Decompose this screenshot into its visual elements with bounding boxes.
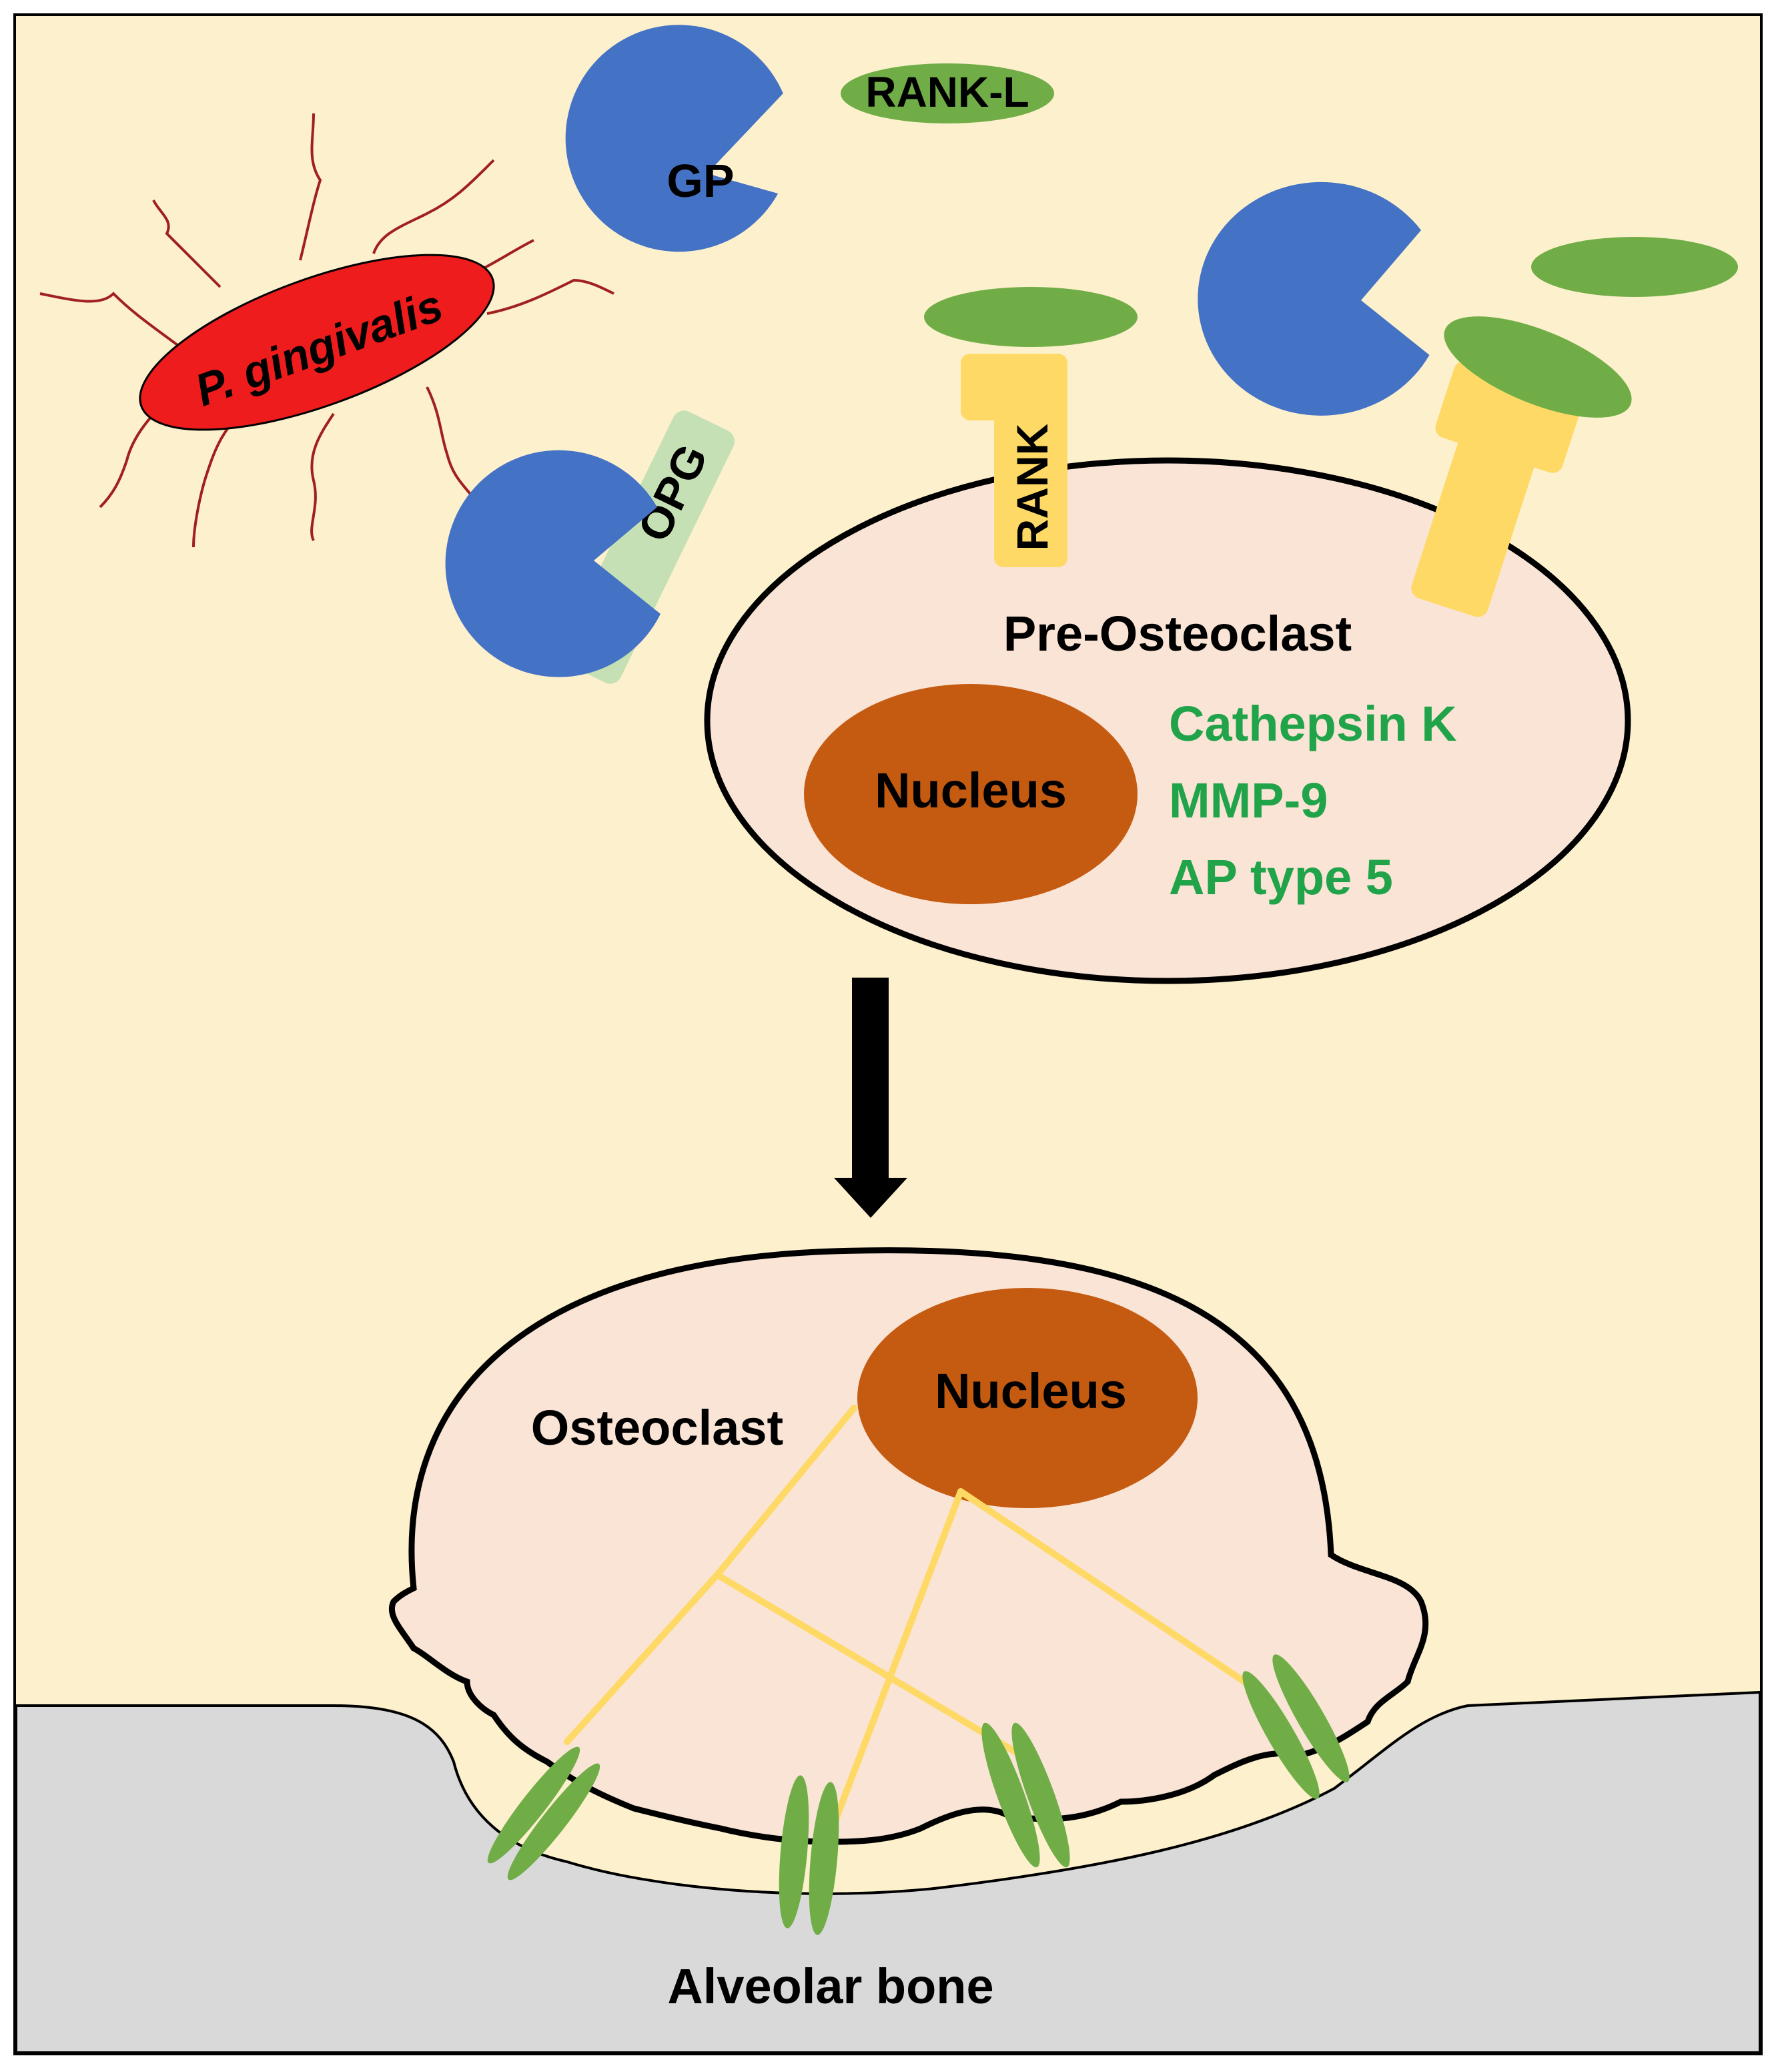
osteoclast-nucleus (857, 1288, 1198, 1508)
adhesion-integrins (487, 1654, 1350, 1935)
pre-osteoclast-label: Pre-Osteoclast (1003, 606, 1352, 661)
flagella (39, 113, 614, 548)
gene-ap-type5: AP type 5 (1169, 849, 1393, 905)
alveolar-bone-label: Alveolar bone (667, 1959, 993, 2014)
gene-list: Cathepsin K MMP-9 AP type 5 (1169, 696, 1457, 905)
gingipain-free-right (1198, 182, 1430, 416)
rankl-label: RANK-L (865, 68, 1029, 116)
gingipain-free (565, 25, 783, 252)
rank-receptor (924, 287, 1138, 567)
rank-label: RANK (1007, 423, 1057, 551)
gene-mmp9: MMP-9 (1169, 773, 1328, 828)
p-gingivalis-bacterium (139, 254, 495, 431)
nucleus-label-osteo: Nucleus (935, 1363, 1127, 1419)
rankl-bound-right (1444, 316, 1632, 418)
differentiation-arrow (834, 978, 907, 1218)
rankl-free (841, 63, 1054, 123)
rankl-free-right (1531, 237, 1738, 297)
osteoclast-label: Osteoclast (531, 1400, 783, 1455)
nucleus-label-pre: Nucleus (875, 763, 1067, 818)
rankl-bound (924, 287, 1138, 347)
pre-osteoclast-nucleus (804, 684, 1138, 904)
alveolar-bone (15, 1690, 1761, 2054)
gingipain-label: GP (667, 155, 734, 207)
gingipain-bound-opg (445, 450, 660, 677)
cytoskeleton-fibers (564, 1405, 1258, 1845)
gene-cathepsin-k: Cathepsin K (1169, 696, 1457, 751)
